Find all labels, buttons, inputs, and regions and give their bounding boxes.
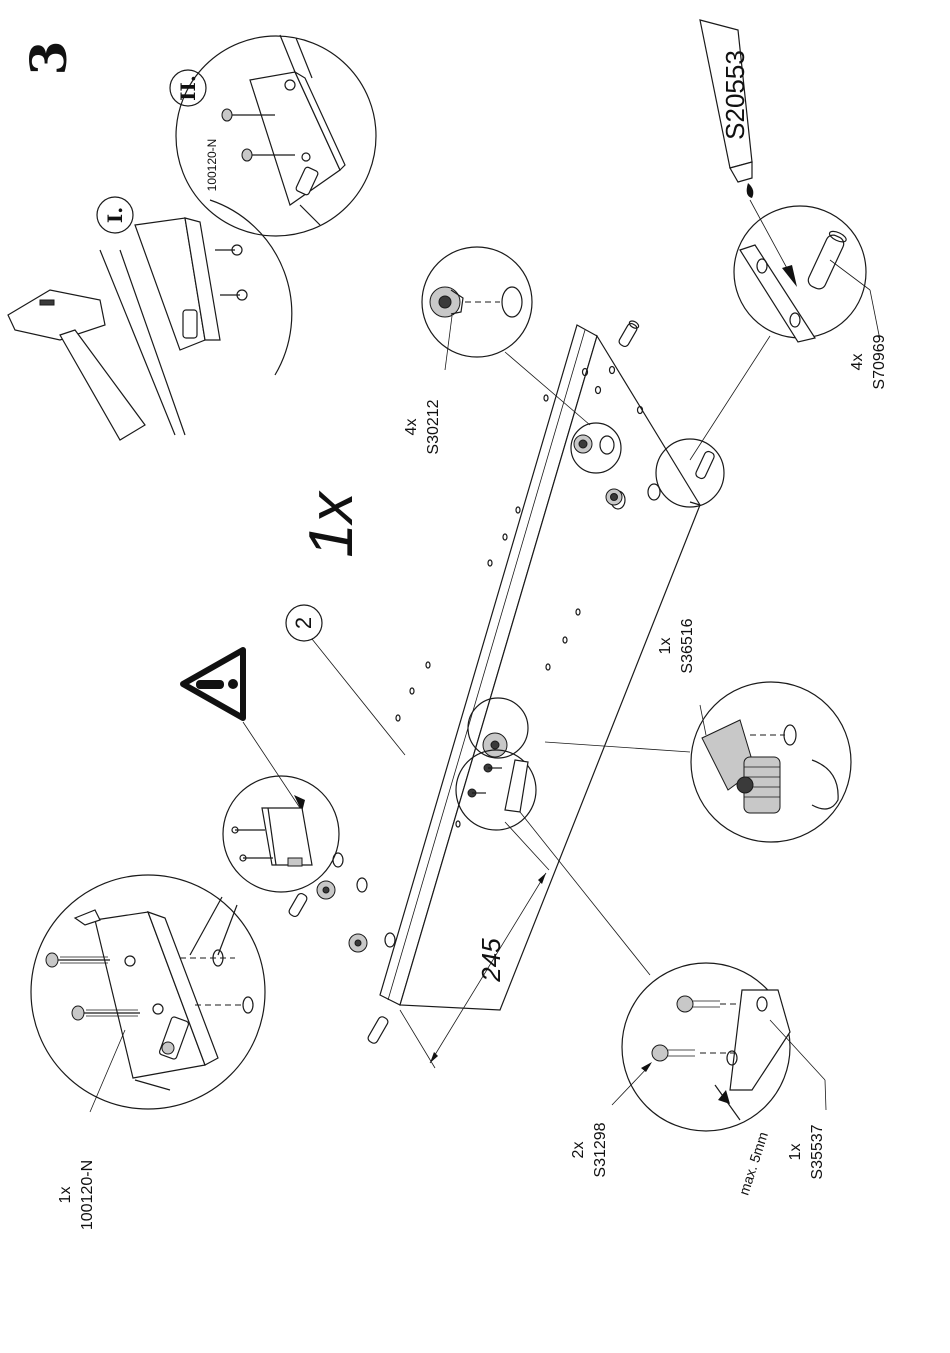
top-detail-part: 100120-N	[205, 139, 219, 192]
loose-cam-nut-1	[317, 881, 335, 899]
roman-numeral-2: II.	[176, 75, 200, 101]
callout-part: S30212	[425, 399, 442, 454]
panel-part-leader	[312, 639, 405, 755]
callout-part: S35537	[809, 1124, 826, 1179]
panel-cam-lock-1	[574, 435, 592, 453]
step-number: 3	[19, 41, 78, 76]
panel-part-badge: 2	[286, 605, 405, 755]
callout-qty: 1x	[787, 1144, 804, 1161]
step-number-text: 3	[19, 41, 78, 76]
hammer-detail: I.	[8, 197, 292, 440]
roman-numeral-1: I.	[103, 207, 127, 223]
panel-part-number: 2	[291, 617, 316, 629]
warning-triangle-icon	[183, 650, 305, 812]
dowel-detail	[690, 206, 880, 460]
callout-s70969: 4x S70969	[849, 334, 888, 389]
main-panel	[288, 320, 700, 1045]
callout-qty: 4x	[403, 419, 420, 436]
callout-qty: 4x	[849, 354, 866, 371]
bracket-detail-large	[31, 875, 265, 1112]
callout-part: S31298	[592, 1122, 609, 1177]
callout-s36516: 1x S36516	[657, 618, 696, 673]
callout-part: S70969	[871, 334, 888, 389]
max-note: max. 5mm	[736, 1130, 771, 1197]
callout-s31298: 2x S31298	[570, 1122, 609, 1177]
panel-quantity: 1x	[297, 490, 366, 557]
bracket-detail-small	[190, 776, 339, 955]
glue-part-number: S20553	[720, 50, 750, 140]
panel-dowel-top	[618, 320, 640, 348]
callout-part: 100120-N	[79, 1160, 96, 1230]
callout-100120-n: 1x 100120-N	[57, 1160, 96, 1230]
callout-s30212: 4x S30212	[403, 399, 442, 454]
callout-qty: 1x	[57, 1187, 74, 1204]
callout-qty: 1x	[657, 638, 674, 655]
loose-cam-nut-2	[349, 934, 367, 952]
panel-cam-lock-2	[606, 489, 622, 505]
callout-qty: 2x	[570, 1142, 587, 1159]
loose-dowel-1	[288, 892, 309, 918]
callout-s35537: 1x S35537	[787, 1124, 826, 1179]
callout-part: S36516	[679, 618, 696, 673]
loose-dowel-2	[367, 1015, 390, 1044]
dimension-value: 245	[476, 938, 506, 983]
bracket-screwed-detail: II. 100120-N	[170, 35, 376, 236]
hammer-icon	[8, 290, 145, 440]
panel-quantity-text: 1x	[297, 490, 366, 557]
